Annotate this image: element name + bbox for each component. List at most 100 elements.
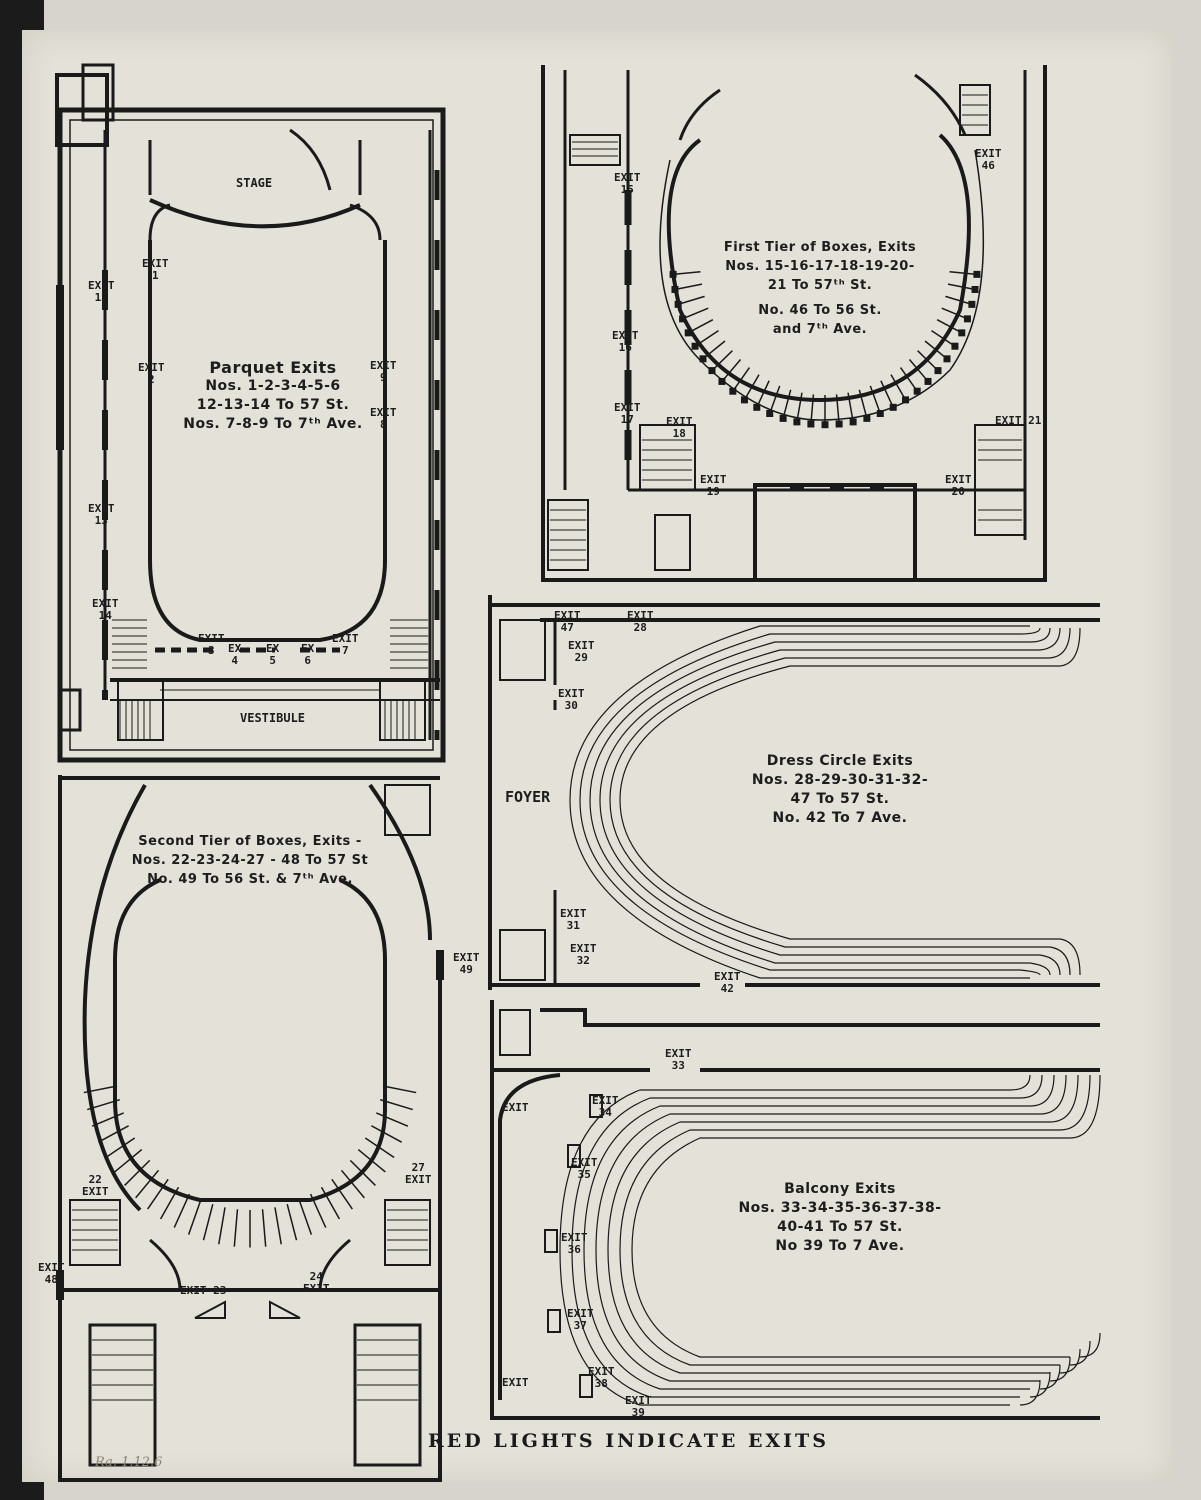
box-partition-line — [702, 340, 726, 360]
first-tier-title: First Tier of Boxes, Exits Nos. 15-16-17… — [700, 238, 940, 339]
balcony-title-line: No 39 To 7 Ave. — [775, 1238, 905, 1254]
box-partition-line — [105, 1137, 136, 1159]
box-partition-line — [945, 295, 973, 306]
box-partition-line — [233, 1209, 239, 1247]
exit-label-41: EXIT — [502, 1376, 529, 1389]
box-partition-line — [908, 359, 929, 382]
box-partition-line — [349, 1159, 376, 1186]
first-tier-plan — [541, 65, 1047, 582]
box-partition-line — [732, 367, 751, 392]
box-marker — [943, 355, 951, 363]
box-marker — [821, 421, 829, 429]
box-partition-line — [114, 1148, 143, 1173]
box-partition-line — [173, 1193, 191, 1228]
exit-label-40: EXIT — [502, 1101, 529, 1114]
box-partitions — [83, 270, 981, 1248]
box-partition-line — [756, 380, 770, 408]
box-partition-line — [83, 1085, 118, 1094]
parquet-vestibule-label: VESTIBULE — [240, 711, 306, 725]
box-partition-line — [869, 385, 881, 414]
second-tier-plan — [56, 775, 444, 1482]
box-partition-line — [880, 380, 894, 408]
box-partition-line — [890, 374, 907, 401]
box-partition-line — [847, 392, 854, 423]
balcony-plan — [490, 1000, 1101, 1420]
box-marker — [835, 420, 843, 428]
box-partition-line — [931, 330, 956, 347]
box-marker — [924, 377, 932, 385]
parquet-title-line: Parquet Exits — [209, 358, 337, 377]
box-partition-line — [286, 1204, 298, 1241]
dress-circle-title-line: 47 To 57 St. — [790, 791, 890, 807]
box-marker — [968, 300, 976, 308]
box-marker — [793, 418, 801, 426]
box-partition-line — [124, 1159, 151, 1186]
box-partition-line — [382, 1085, 417, 1094]
box-partition-line — [376, 1112, 409, 1127]
box-partition-line — [673, 271, 701, 276]
second-tier-title: Second Tier of Boxes, Exits - Nos. 22-23… — [120, 832, 380, 889]
box-partition-line — [187, 1199, 202, 1235]
box-partition-line — [674, 283, 703, 291]
box-partition-line — [782, 389, 792, 419]
box-partition-line — [949, 271, 977, 276]
box-partition-line — [924, 340, 948, 360]
first-tier-title-line: 21 To 57ᵗʰ St. — [767, 278, 873, 293]
box-marker — [674, 300, 682, 308]
box-marker — [779, 414, 787, 422]
box-marker — [671, 285, 679, 293]
box-partition-line — [810, 394, 815, 425]
box-marker — [766, 410, 774, 418]
box-marker — [951, 342, 959, 350]
box-partition-line — [769, 385, 781, 414]
first-tier-title-line: Nos. 15-16-17-18-19-20- — [725, 259, 915, 274]
box-marker — [669, 270, 677, 278]
box-partition-line — [218, 1207, 226, 1245]
box-marker — [913, 387, 921, 395]
box-partition-line — [97, 1125, 130, 1143]
box-marker — [729, 387, 737, 395]
box-partition-line — [721, 359, 742, 382]
parquet-title-line: Nos. 1-2-3-4-5-6 — [205, 378, 341, 394]
box-partition-line — [331, 1178, 353, 1210]
box-marker — [679, 315, 687, 323]
box-marker — [902, 396, 910, 404]
balcony-title-line: Balcony Exits — [784, 1181, 896, 1197]
box-partition-line — [202, 1204, 214, 1241]
box-partition-line — [261, 1209, 267, 1247]
second-tier-title-line: Second Tier of Boxes, Exits - — [138, 834, 362, 849]
balcony-title-line: Nos. 33-34-35-36-37-38- — [738, 1200, 942, 1216]
exit-label-23: EXIT 23 — [180, 1284, 227, 1297]
box-partition-line — [687, 319, 714, 334]
box-partition-line — [947, 283, 976, 291]
box-partition-line — [899, 367, 918, 392]
box-partition-line — [677, 295, 705, 306]
second-tier-title-line: No. 49 To 56 St. & 7ᵗʰ Ave. — [147, 872, 353, 887]
box-partition-line — [370, 1125, 403, 1143]
parquet-title-line: Nos. 7-8-9 To 7ᵗʰ Ave. — [183, 416, 363, 432]
box-partition-line — [91, 1112, 124, 1127]
